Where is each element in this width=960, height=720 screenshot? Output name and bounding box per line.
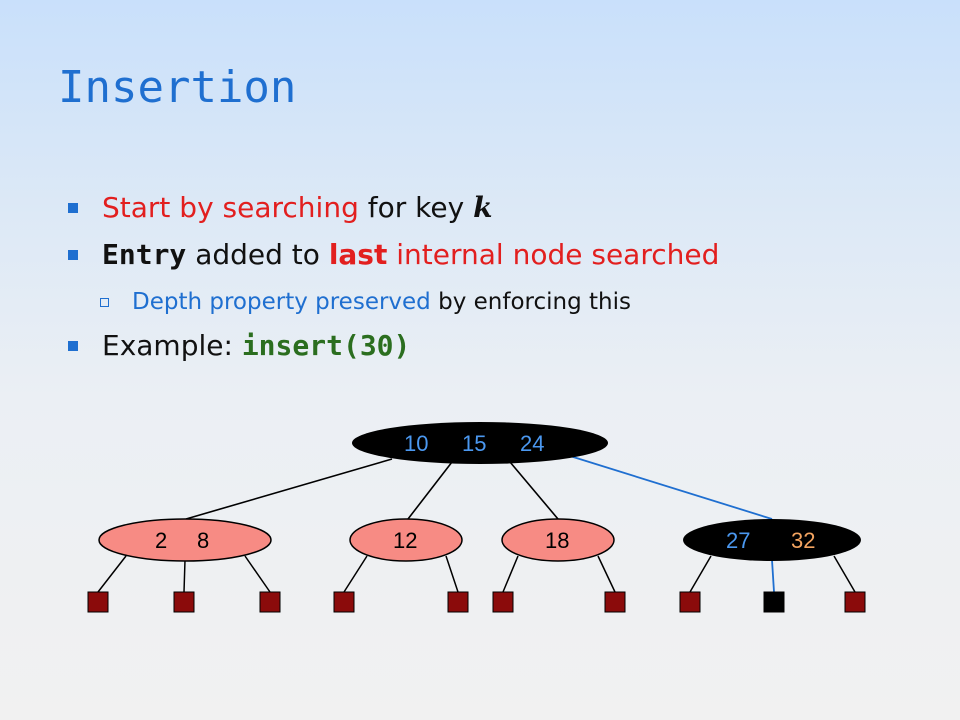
bullet-search-key: k [473,191,493,224]
hollow-square-bullet-icon [100,298,109,307]
root-key-2: 15 [462,431,486,456]
child-4-key-1: 27 [726,528,750,553]
bullet-example-text: Example: [102,329,242,362]
subbullet-depth-emph: Depth property preserved [132,289,431,315]
square-bullet-icon [68,203,78,213]
edge-leaf-6 [502,555,519,593]
square-bullet-icon [68,250,78,260]
root-node [352,422,608,464]
child-node-2 [349,518,463,562]
leaf-6 [492,591,514,613]
subbullet-depth-text: by enforcing this [430,289,631,315]
bullet-entry-code: Entry [102,238,187,271]
leaf-4 [333,591,355,613]
edge-leaf-2 [183,559,186,593]
bullet-list: Start by searching for key k Entry added… [68,190,928,375]
leaf-9-new [763,591,785,613]
edge-root-child-2 [407,461,453,520]
bullet-entry-last: last [328,238,388,271]
bullet-entry: Entry added to last internal node search… [68,237,928,284]
edge-root-child-4 [569,455,773,520]
edge-root-child-1 [185,458,393,520]
edge-leaf-8 [689,555,712,593]
bullet-search-emph: Start by searching [102,191,359,224]
leaf-7 [604,591,626,613]
leaf-8 [679,591,701,613]
subbullet-depth: Depth property preserved by enforcing th… [100,284,928,328]
square-bullet-icon [68,341,78,351]
edge-leaf-5 [445,555,459,593]
child-node-4 [683,519,861,561]
leaf-1 [87,591,109,613]
child-2-key-1: 12 [393,528,417,553]
child-node-3 [501,518,615,562]
leaf-10 [844,591,866,613]
child-3-key-1: 18 [545,528,569,553]
bullet-example-code: insert(30) [241,329,411,362]
leaf-3 [259,591,281,613]
edge-leaf-7 [597,555,616,593]
slide-title: Insertion [58,62,297,113]
edge-leaf-3 [244,555,271,593]
edge-root-child-3 [509,461,559,520]
edge-leaf-1 [97,555,127,593]
child-1-key-2: 8 [197,528,209,553]
leaf-2 [173,591,195,613]
root-key-1: 10 [404,431,428,456]
bullet-search-text: for key [358,191,474,224]
child-4-key-2: 32 [791,528,815,553]
bullet-example: Example: insert(30) [68,328,928,375]
root-key-3: 24 [520,431,544,456]
child-1-key-1: 2 [155,528,167,553]
leaf-5 [447,591,469,613]
edge-leaf-4 [343,555,368,593]
edge-leaf-9 [771,559,775,593]
bullet-search: Start by searching for key k [68,190,928,237]
edge-leaf-10 [833,555,856,593]
bullet-entry-text: added to [186,238,329,271]
bullet-entry-rest: internal node searched [387,238,720,271]
child-node-1 [98,518,272,562]
